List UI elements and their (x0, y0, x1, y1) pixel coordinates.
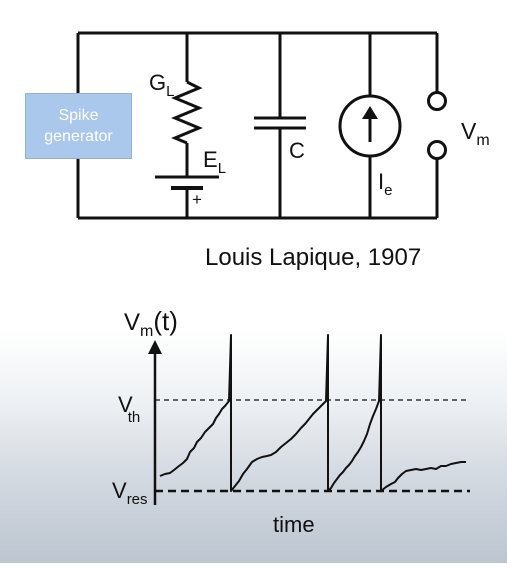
circuit-diagram (76, 31, 447, 220)
reset-label: Vres (112, 478, 148, 508)
reversal-label: EL (203, 147, 226, 177)
current-label: Ie (378, 169, 392, 199)
conductance-label: GL (149, 70, 174, 100)
spike-generator-label-line2: generator (44, 128, 113, 145)
x-axis-label: time (273, 512, 315, 537)
y-axis-arrowhead (148, 340, 162, 354)
caption: Louis Lapique, 1907 (205, 244, 421, 271)
y-axis-label: Vm(t) (124, 306, 178, 340)
voltage-label: Vm (461, 118, 490, 149)
voltage-trace (159, 334, 466, 492)
terminal-top (427, 91, 447, 111)
resistor-symbol (171, 80, 203, 145)
spike-generator-box: Spike generator (25, 93, 132, 159)
spike-generator-label-line1: Spike (58, 107, 99, 124)
capacitor-label: C (289, 138, 305, 163)
battery-plus-sign: + (192, 190, 202, 209)
up-arrow-icon (362, 106, 378, 119)
terminal-bottom (427, 140, 447, 160)
